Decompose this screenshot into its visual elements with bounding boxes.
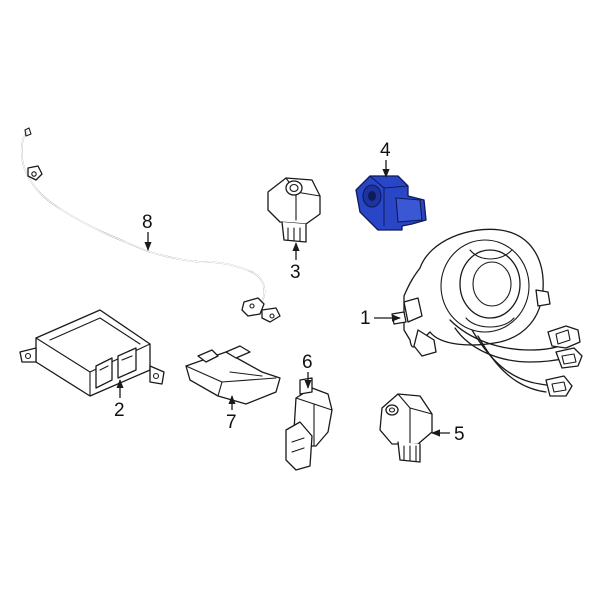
callout-label-6: 6 — [302, 352, 313, 373]
callout-8: 8 — [142, 212, 153, 251]
callout-3: 3 — [290, 242, 301, 283]
callout-label-5: 5 — [454, 424, 465, 445]
part-4-airbag-sensor-highlighted[interactable] — [355, 175, 427, 231]
callout-label-8: 8 — [142, 212, 153, 233]
callout-2: 2 — [114, 379, 125, 421]
part-8-wiring-harness[interactable] — [20, 127, 281, 323]
part-6-impact-sensor[interactable] — [285, 377, 333, 471]
part-3-airbag-sensor[interactable] — [267, 177, 321, 243]
callout-6: 6 — [302, 352, 313, 389]
part-4-connector — [395, 197, 423, 223]
callout-4: 4 — [380, 140, 391, 178]
part-2-airbag-control-module[interactable] — [19, 309, 165, 397]
part-7-sensor-module[interactable] — [185, 345, 281, 405]
callout-1: 1 — [360, 308, 401, 329]
callout-5: 5 — [431, 424, 465, 445]
callout-label-7: 7 — [226, 412, 237, 433]
callout-7: 7 — [226, 395, 237, 433]
part-1-clock-spring[interactable] — [391, 228, 583, 397]
callout-label-4: 4 — [380, 140, 391, 161]
part-5-impact-sensor[interactable] — [379, 393, 433, 463]
callout-label-2: 2 — [114, 400, 125, 421]
callout-label-1: 1 — [360, 308, 371, 329]
callout-label-3: 3 — [290, 262, 301, 283]
